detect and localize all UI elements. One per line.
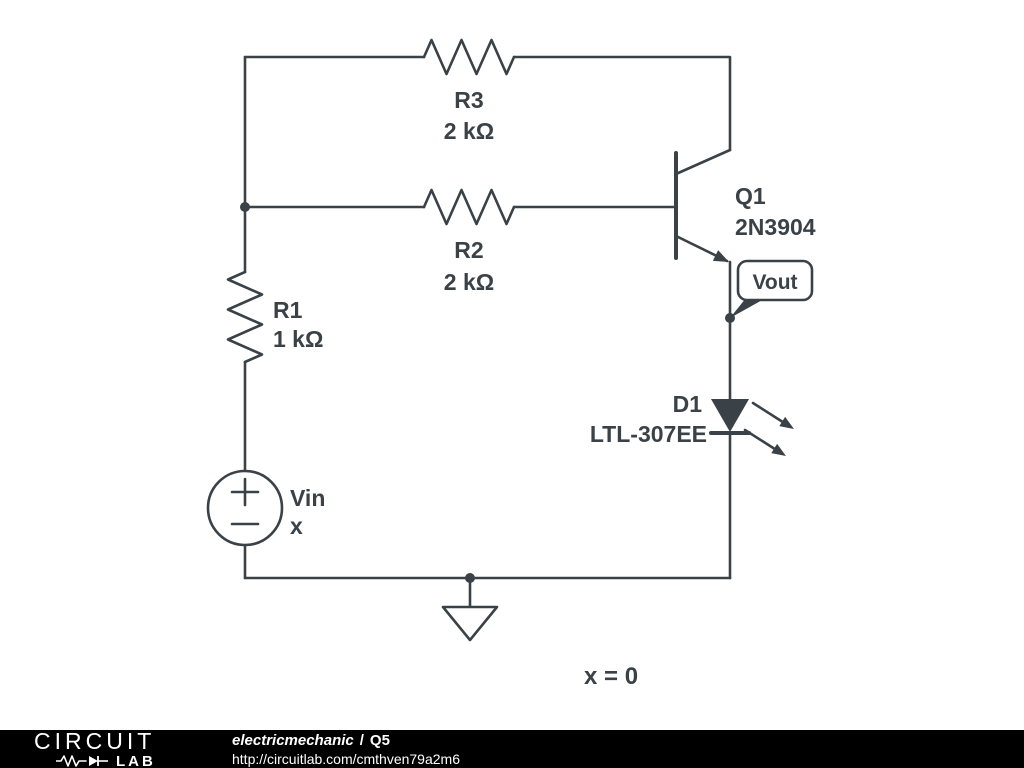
- wire-top-right: [512, 55, 732, 152]
- circuit-schematic: R3 2 kΩ R2 2 kΩ R1 1 kΩ Q1 2N3904: [206, 38, 816, 690]
- light-ray-1-arrow-icon: [779, 416, 794, 429]
- transistor-collector: [674, 148, 732, 176]
- resistor-R2: R2 2 kΩ: [422, 188, 516, 295]
- source-circle: [206, 469, 284, 547]
- q1-part-label: 2N3904: [735, 214, 816, 240]
- r3-value-label: 2 kΩ: [444, 118, 494, 144]
- logo-bottom-row: LAB: [34, 754, 216, 768]
- footer-title-line: electricmechanic / Q5: [232, 732, 460, 749]
- light-ray-1: [751, 401, 784, 423]
- node-dot: [725, 313, 735, 323]
- vout-callout: Vout: [730, 259, 814, 318]
- r1-value-label: 1 kΩ: [273, 326, 323, 352]
- ground-triangle-icon: [441, 605, 499, 642]
- r3-ref-label: R3: [454, 87, 483, 113]
- circuitlab-logo: CIRCUIT LAB: [0, 727, 216, 768]
- vout-label: Vout: [752, 271, 797, 294]
- callout-bubble: [736, 259, 814, 302]
- title-separator: /: [359, 731, 364, 749]
- resistor-R3: R3 2 kΩ: [422, 38, 516, 144]
- callout-tail: [730, 298, 766, 318]
- light-ray-2: [743, 428, 776, 450]
- emitter-arrow-icon: [712, 250, 729, 262]
- d1-ref-label: D1: [673, 391, 703, 417]
- wires: [243, 55, 732, 580]
- node-dot: [240, 202, 250, 212]
- logo-circuit-glyph-icon: [56, 755, 108, 767]
- resistor-zigzag: [226, 270, 264, 364]
- footer-meta: electricmechanic / Q5 http://circuitlab.…: [232, 732, 460, 767]
- logo-word-circuit: CIRCUIT: [34, 727, 156, 754]
- vin-value-label: x: [290, 513, 303, 539]
- r1-ref-label: R1: [273, 297, 303, 323]
- junction-nodes: [240, 202, 735, 583]
- node-dot: [465, 573, 475, 583]
- resistor-R1: R1 1 kΩ: [226, 270, 323, 364]
- resistor-zigzag: [422, 188, 516, 226]
- r2-ref-label: R2: [454, 237, 483, 263]
- vin-ref-label: Vin: [290, 485, 325, 511]
- r2-value-label: 2 kΩ: [444, 269, 494, 295]
- annotation-x-equals-zero: x = 0: [584, 663, 638, 690]
- plus-icon: [230, 477, 260, 507]
- diode-triangle: [711, 399, 749, 432]
- resistor-zigzag: [422, 38, 516, 76]
- ground-symbol: [441, 576, 499, 642]
- d1-part-label: LTL-307EE: [590, 421, 707, 447]
- voltage-source-Vin: Vin x: [206, 469, 325, 547]
- logo-word-lab: LAB: [116, 752, 156, 768]
- footer-url: http://circuitlab.com/cmthven79a2m6: [232, 750, 460, 767]
- light-ray-2-arrow-icon: [771, 443, 786, 456]
- led-D1: D1 LTL-307EE: [590, 391, 794, 456]
- author-name: electricmechanic: [232, 731, 354, 749]
- watermark-footer: CIRCUIT LAB electricmechanic / Q5 http:/…: [0, 727, 1024, 768]
- q1-ref-label: Q1: [735, 183, 766, 209]
- transistor-Q1: Q1 2N3904: [674, 148, 816, 263]
- project-name: Q5: [369, 731, 390, 749]
